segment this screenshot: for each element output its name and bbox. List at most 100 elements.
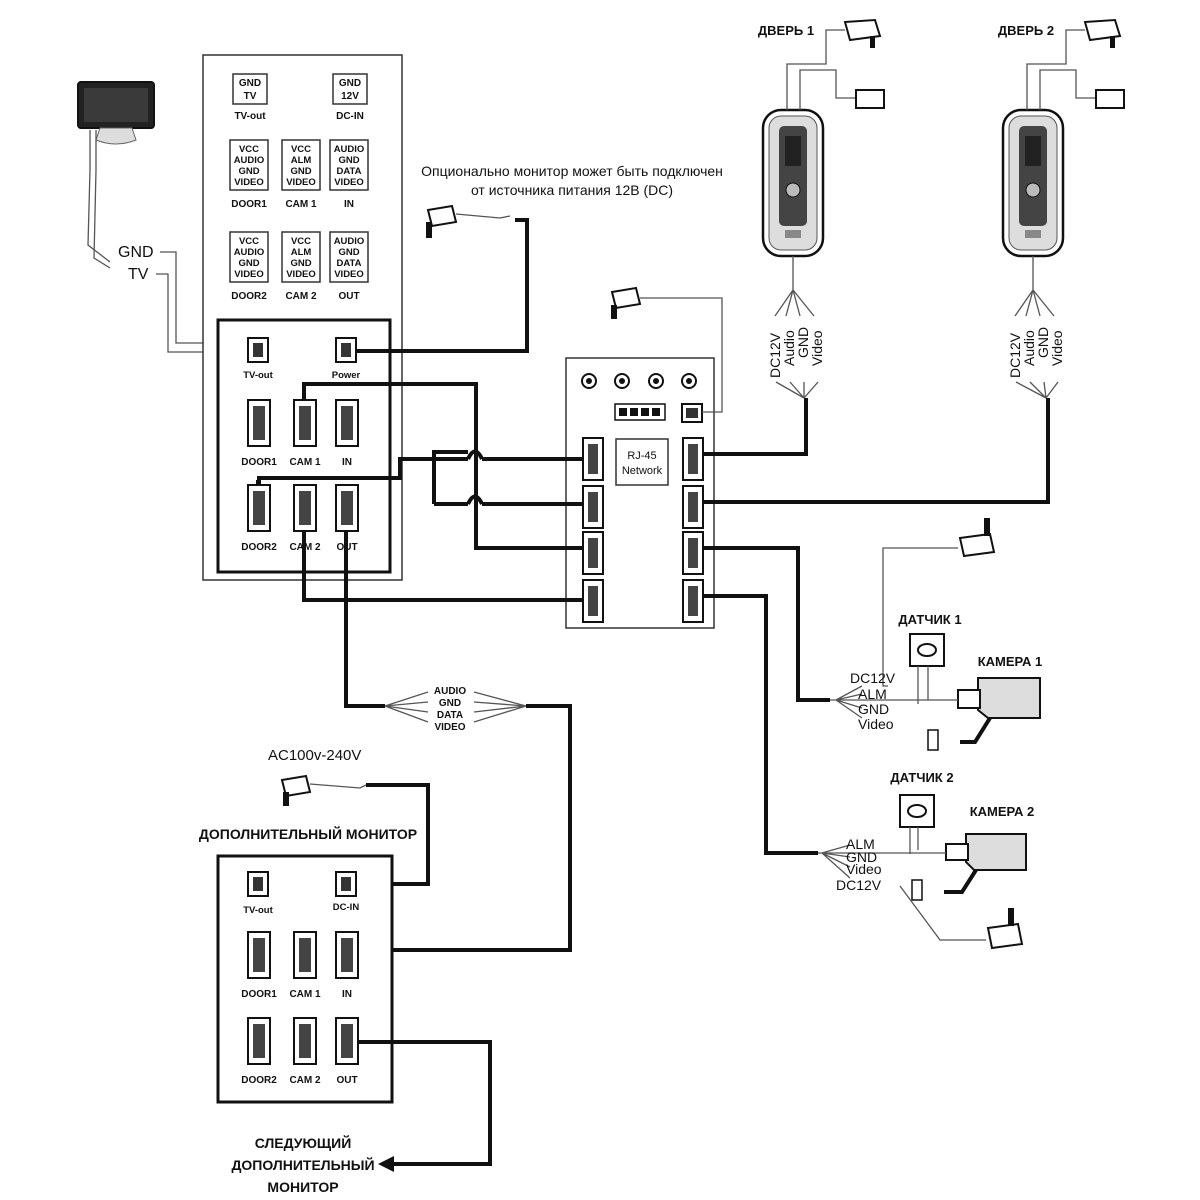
next-monitor-line2: ДОПОЛНИТЕЛЬНЫЙ [231,1156,374,1173]
door1-title: ДВЕРЬ 1 [758,23,814,38]
camera1-icon [927,677,1041,751]
door1-wire-audio: Audio [781,330,797,366]
ac-power-plug-icon [280,774,367,806]
legend-text: VIDEO [334,177,364,188]
camera2-icon [911,833,1027,901]
legend-text: VIDEO [334,269,364,280]
main-door2-label: DOOR2 [241,542,277,553]
extra-monitor-title: ДОПОЛНИТЕЛЬНЫЙ МОНИТОР [199,825,417,842]
legend-text: DATA [337,166,362,177]
legend-text: ALM [291,155,312,166]
legend-text: VCC [291,144,311,155]
power-plug-icon [426,204,511,238]
bus-label-audio: AUDIO [434,686,466,697]
legend-caption: DOOR1 [231,199,267,210]
legend-text: ALM [291,247,312,258]
optional-note-line1: Опционально монитор может быть подключен [421,163,723,179]
legend-text: TV [244,91,257,102]
legend-caption: TV-out [234,111,266,122]
camera2-title: КАМЕРА 2 [970,804,1035,819]
switch-power-plug-icon [610,286,723,413]
door2-power-plug-icon [1026,18,1125,110]
legend-text: VIDEO [234,177,264,188]
camera1-wire-gnd: GND [858,701,889,717]
extra-out-label: OUT [336,1075,357,1086]
door1-power-plug-icon [786,18,885,110]
rj45-label: RJ-45 [627,450,656,462]
sensor1-icon [909,633,945,704]
legend-text: AUDIO [334,236,365,247]
legend-text: AUDIO [334,144,365,155]
tv-tv-label: TV [128,266,149,283]
extra-monitor-connectors: TV-out DC-IN DOOR1 CAM 1 IN DOOR2 CAM 2 … [241,871,360,1086]
legend-text: DATA [337,258,362,269]
camera1-wire-alm: ALM [858,686,887,702]
door2-wire-audio: Audio [1021,330,1037,366]
main-monitor-connectors: TV-out Power DOOR1 CAM 1 IN DOOR2 CAM 2 … [241,337,361,553]
door2-wire-dc12v: DC12V [1007,332,1023,378]
bus-label-video: VIDEO [434,722,465,733]
legend-text: GND [338,155,359,166]
rj45-network-box [615,438,669,486]
camera1-wire-dc12v: DC12V [850,670,896,686]
camera1-wire-video: Video [858,716,894,732]
legend-text: VIDEO [286,269,316,280]
door1-wire-video: Video [809,330,825,366]
network-label: Network [622,465,663,477]
door2-wire-gnd: GND [1035,327,1051,358]
main-in-label: IN [342,457,352,468]
legend-text: 12V [341,91,359,102]
sensor2-icon [899,794,935,854]
extra-door1-label: DOOR1 [241,989,277,1000]
next-monitor-line3: МОНИТОР [267,1179,338,1195]
extra-door2-label: DOOR2 [241,1075,277,1086]
camera1-title: КАМЕРА 1 [978,654,1043,669]
main-cam1-label: CAM 1 [289,457,321,468]
extra-dc-in-label: DC-IN [333,902,360,913]
legend-text: VCC [291,236,311,247]
legend-caption: CAM 2 [285,291,317,302]
legend-text: VIDEO [234,269,264,280]
optional-note-line2: от источника питания 12В (DC) [471,182,673,198]
legend-text: GND [338,247,359,258]
main-power-label: Power [332,370,361,381]
bus-label-data: DATA [437,710,463,721]
door2-title: ДВЕРЬ 2 [998,23,1054,38]
switch-box-buttons [581,373,703,423]
camera1-power-plug-icon [882,518,996,687]
legend-text: VCC [239,236,259,247]
legend-text: GND [339,78,361,89]
legend-caption: DOOR2 [231,291,267,302]
door1-wire-gnd: GND [795,327,811,358]
bus-label-gnd: GND [439,698,461,709]
extra-cam1-label: CAM 1 [289,989,321,1000]
switch-box-ports [582,437,704,623]
camera2-wire-alm: ALM [846,836,875,852]
ac-voltage-label: AC100v-240V [268,747,361,764]
legend-caption: CAM 1 [285,199,317,210]
main-tv-out-label: TV-out [243,370,273,381]
sensor1-title: ДАТЧИК 1 [898,612,961,627]
camera2-wire-dc12v: DC12V [836,877,882,893]
legend-text: VIDEO [286,177,316,188]
door2-wire-video: Video [1049,330,1065,366]
legend-text: GND [238,258,259,269]
next-monitor-line1: СЛЕДУЮЩИЙ [255,1134,352,1151]
legend-caption: IN [344,199,354,210]
door2-call-panel-icon [1001,108,1065,258]
legend-caption: DC-IN [336,111,364,122]
camera2-wire-video: Video [846,861,882,877]
legend-text: AUDIO [234,247,265,258]
legend-text: VCC [239,144,259,155]
tv-monitor-icon [77,81,155,145]
door1-wire-dc12v: DC12V [767,332,783,378]
legend-text: GND [290,166,311,177]
camera2-wire-gnd: GND [846,849,877,865]
legend-panel: GND TV TV-out GND 12V DC-IN VCC AUDIO GN… [229,73,369,302]
extra-in-label: IN [342,989,352,1000]
legend-text: AUDIO [234,155,265,166]
legend-text: GND [290,258,311,269]
tv-gnd-label: GND [118,244,154,261]
legend-caption: OUT [338,291,359,302]
